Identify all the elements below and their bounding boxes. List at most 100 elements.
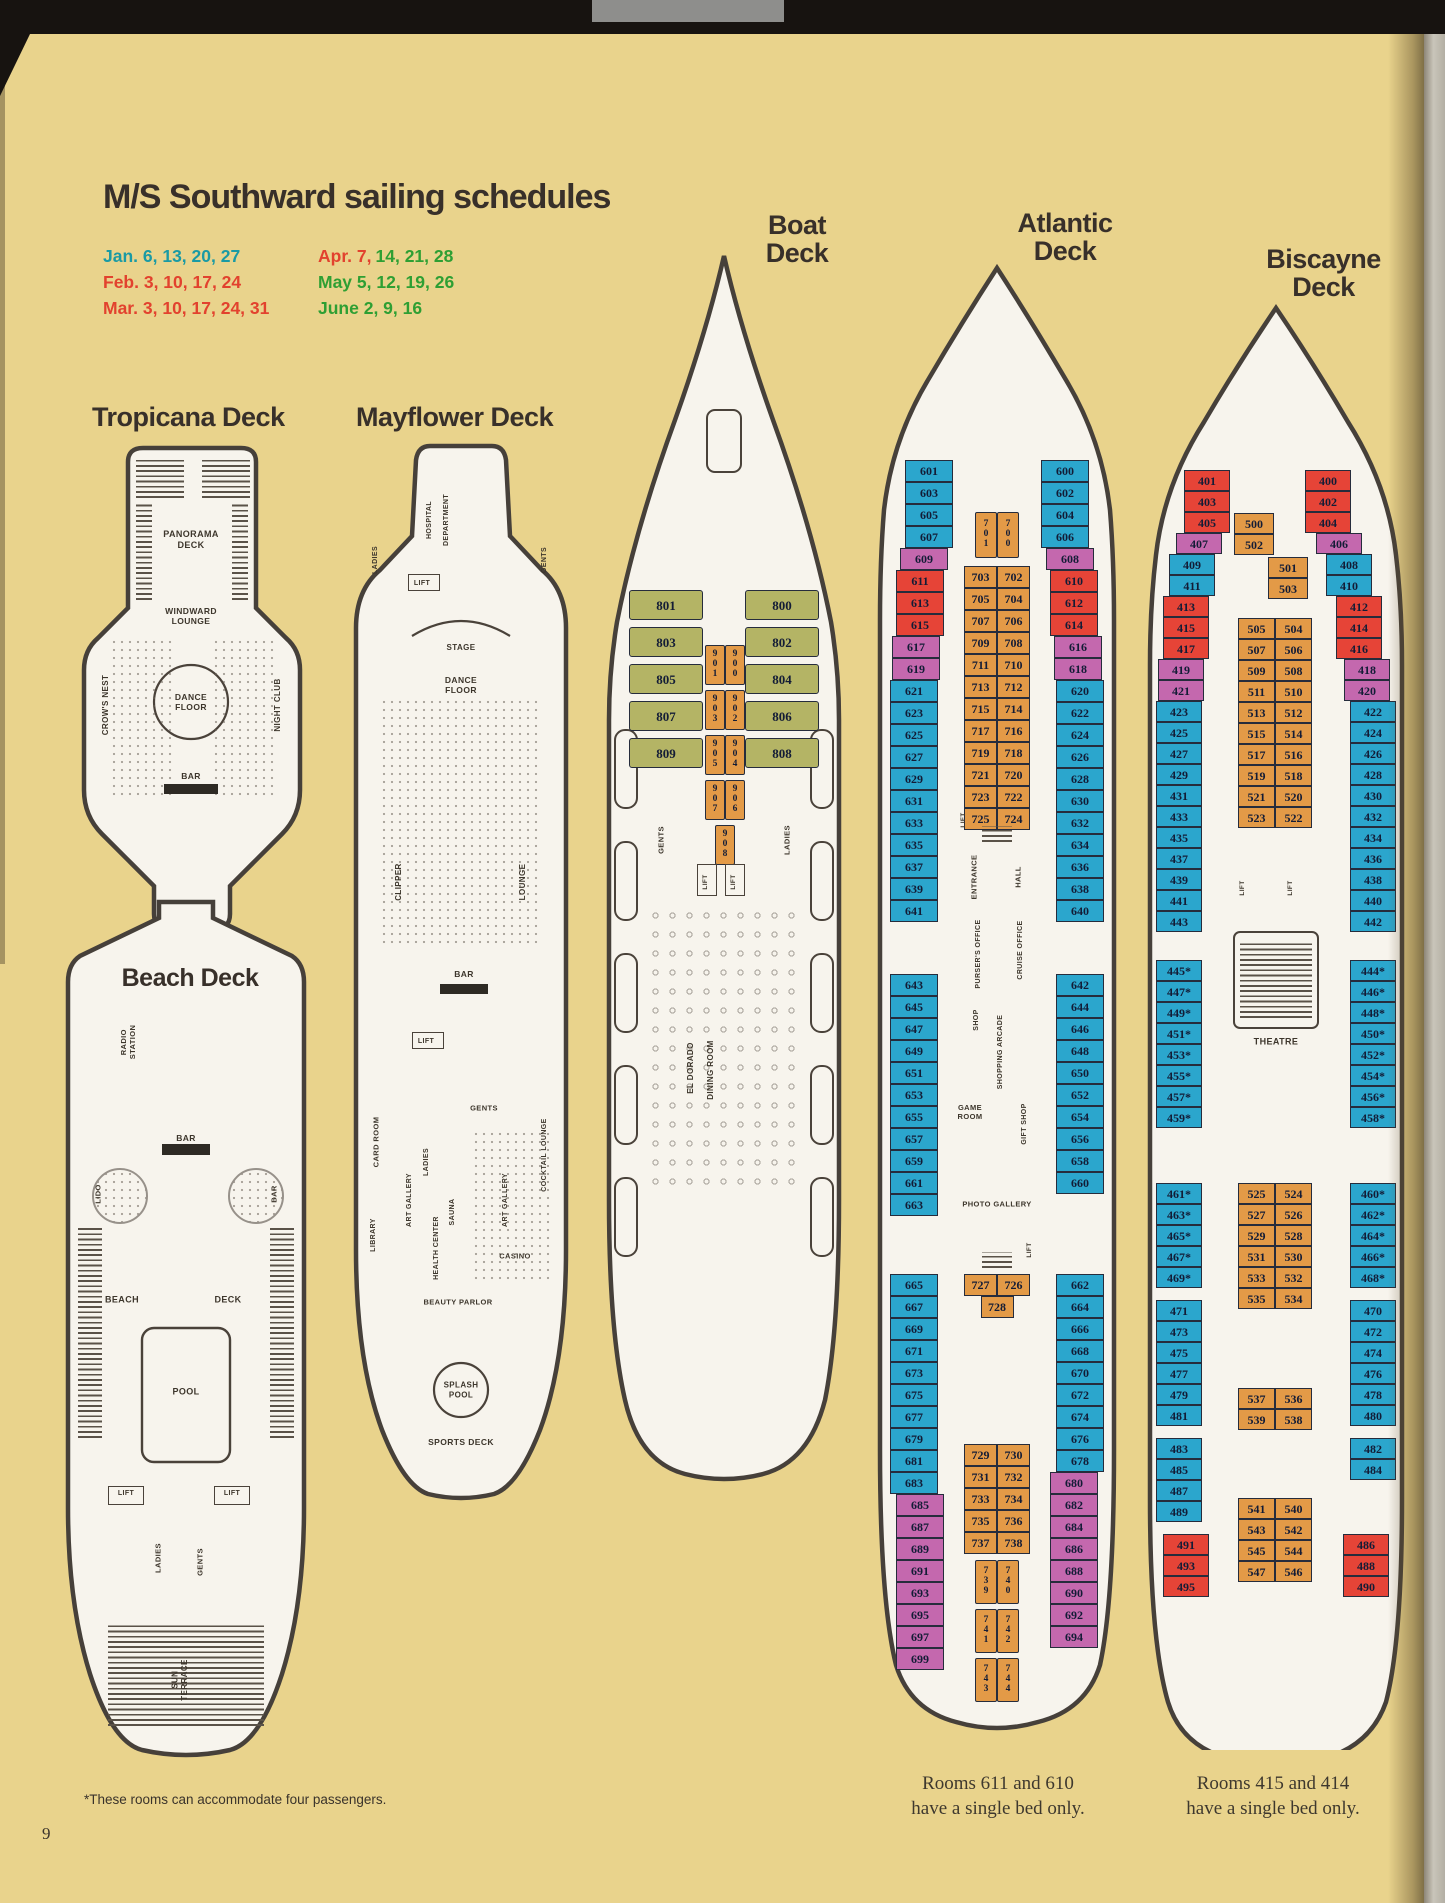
label-dining-room: DINING ROOM <box>706 1040 716 1100</box>
cabin-809: 809 <box>629 738 703 768</box>
cabin-659: 659 <box>890 1150 938 1172</box>
cabin-604: 604 <box>1041 504 1089 526</box>
cabin-504: 504 <box>1275 618 1312 639</box>
label-hospital: HOSPITAL <box>425 500 433 540</box>
cabin-626: 626 <box>1056 746 1104 768</box>
lido-bar-circle <box>92 1168 148 1224</box>
label-shopping-arcade: SHOPPING ARCADE <box>996 1014 1004 1090</box>
cabin-706: 706 <box>997 610 1030 632</box>
cabin-407: 407 <box>1176 533 1222 554</box>
label-lift: LIFT <box>223 1489 241 1497</box>
cabin-408: 408 <box>1326 554 1372 575</box>
label-gents: GENTS <box>540 546 548 574</box>
lift-box <box>412 1032 444 1049</box>
label-beauty-parlor: BEAUTY PARLOR <box>423 1297 493 1307</box>
cabin-640: 640 <box>1056 900 1104 922</box>
label-panorama-deck: PANORAMA DECK <box>163 529 219 550</box>
cabin-679: 679 <box>890 1428 938 1450</box>
cabin-600: 600 <box>1041 460 1089 482</box>
cabin-905: 9 0 5 <box>705 735 725 775</box>
cabin-421: 421 <box>1158 680 1204 701</box>
cabin-505: 505 <box>1238 618 1275 639</box>
cabin-612: 612 <box>1050 592 1098 614</box>
cabin-531: 531 <box>1238 1246 1275 1267</box>
biscayne-deck-title: Biscayne Deck <box>1256 245 1391 301</box>
cabin-424: 424 <box>1350 722 1396 743</box>
cabin-627: 627 <box>890 746 938 768</box>
cabin-646: 646 <box>1056 1018 1104 1040</box>
boat-deck-title: Boat Deck <box>742 211 852 267</box>
cabin-729: 729 <box>964 1444 997 1466</box>
cabin-742: 7 4 2 <box>997 1609 1019 1653</box>
cabin-546: 546 <box>1275 1561 1312 1582</box>
cabin-903: 9 0 3 <box>705 690 725 730</box>
cabin-634: 634 <box>1056 834 1104 856</box>
page-title: M/S Southward sailing schedules <box>103 178 611 216</box>
cabin-725: 725 <box>964 808 997 830</box>
cabin-542: 542 <box>1275 1519 1312 1540</box>
cabin-676: 676 <box>1056 1428 1104 1450</box>
cabin-605: 605 <box>905 504 953 526</box>
label-lift: LIFT <box>1287 880 1295 896</box>
label-theatre: THEATRE <box>1253 1036 1299 1047</box>
cabin-724: 724 <box>997 808 1030 830</box>
cabin-527: 527 <box>1238 1204 1275 1225</box>
cabin-427: 427 <box>1156 743 1202 764</box>
cabin-623: 623 <box>890 702 938 724</box>
cabin-525: 525 <box>1238 1183 1275 1204</box>
label-gents: GENTS <box>195 1548 205 1576</box>
cabin-417: 417 <box>1163 638 1209 659</box>
atlantic-deck-title-line1: Atlantic <box>1017 208 1113 238</box>
cabin-pair-row: 728 <box>980 1296 1014 1318</box>
cabin-480: 480 <box>1350 1405 1396 1426</box>
cabin-735: 735 <box>964 1510 997 1532</box>
cabin-543: 543 <box>1238 1519 1275 1540</box>
schedule-row-0-2: Mar. 3, 10, 17, 24, 31 <box>103 298 273 319</box>
label-radio-station: RADIO STATION <box>119 1024 137 1060</box>
cabin-630: 630 <box>1056 790 1104 812</box>
cabin-805: 805 <box>629 664 703 694</box>
cabin-728: 728 <box>980 1296 1014 1318</box>
cabin-522: 522 <box>1275 807 1312 828</box>
cabin-906: 9 0 6 <box>725 780 745 820</box>
cabin-720: 720 <box>997 764 1030 786</box>
cabin-695: 695 <box>896 1604 944 1626</box>
cabin-pair-row: 9 0 8 <box>715 825 735 865</box>
cabin-666: 666 <box>1056 1318 1104 1340</box>
cabin-602: 602 <box>1041 482 1089 504</box>
cabin-516: 516 <box>1275 744 1312 765</box>
boat-hull <box>606 255 842 1482</box>
label-health-center: HEALTH CENTER <box>432 1216 440 1280</box>
beach-deck-inner-title: Beach Deck <box>121 964 259 992</box>
cabin-644: 644 <box>1056 996 1104 1018</box>
cabin-629: 629 <box>890 768 938 790</box>
cabin-702: 702 <box>997 566 1030 588</box>
cabin-501: 501 <box>1268 557 1308 578</box>
cabin-461: 461* <box>1156 1183 1202 1204</box>
four-passenger-footnote: *These rooms can accommodate four passen… <box>84 1792 387 1807</box>
cabin-414: 414 <box>1336 617 1382 638</box>
cabin-665: 665 <box>890 1274 938 1296</box>
cabin-904: 9 0 4 <box>725 735 745 775</box>
bar-counter <box>164 784 218 794</box>
